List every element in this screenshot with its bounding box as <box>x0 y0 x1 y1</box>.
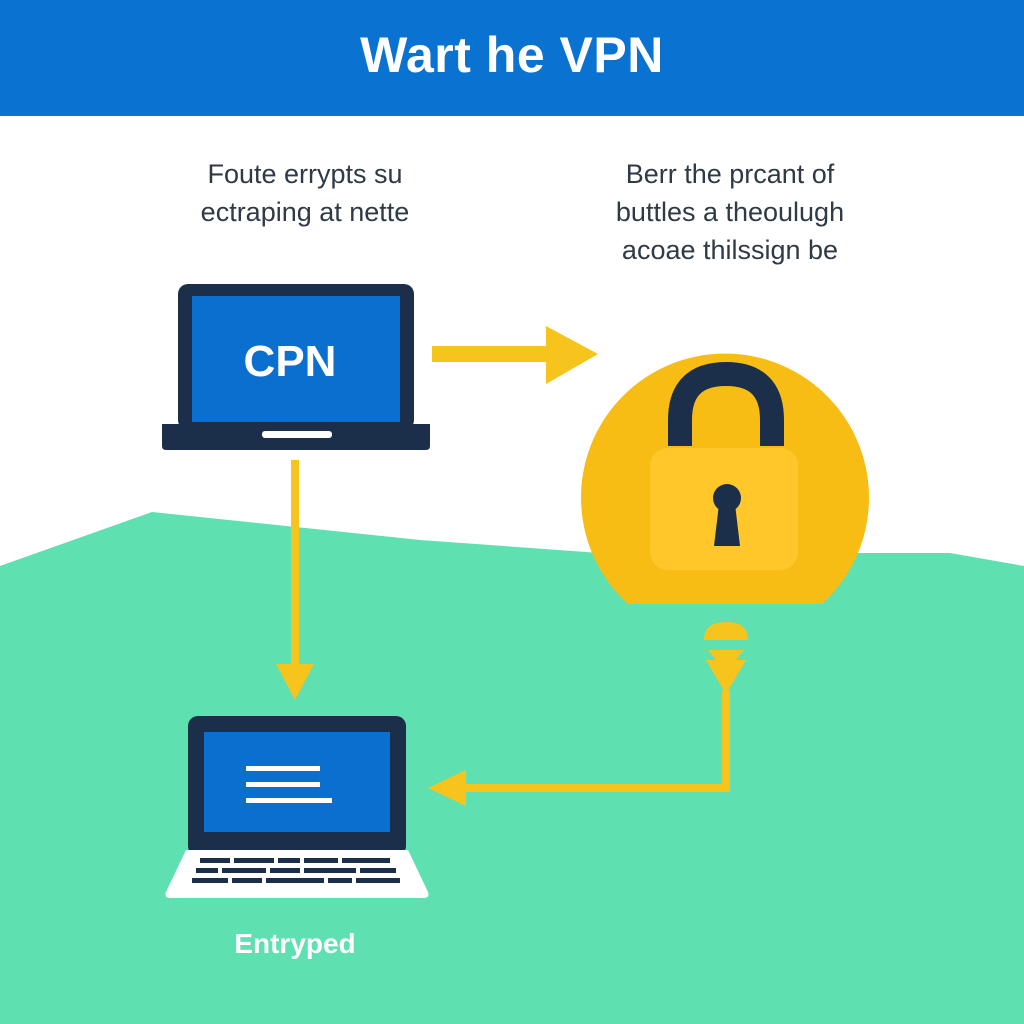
page-title: Wart he VPN <box>360 27 664 83</box>
caption-left-line-1: Foute errypts su <box>207 159 403 189</box>
arrow-right <box>432 326 598 384</box>
caption-left-line-2: ectraping at nette <box>200 197 410 227</box>
arrow-down <box>276 460 314 700</box>
encrypted-label: Entryped <box>234 928 356 959</box>
lock-shackle <box>668 361 784 446</box>
screen-line-1 <box>246 766 320 771</box>
laptop-bottom-keyboard-deck <box>165 850 429 898</box>
laptop-top-screen-label: CPN <box>244 337 337 386</box>
header-bar: Wart he VPN <box>0 0 1024 116</box>
arrow-return <box>428 622 748 806</box>
arrow-down-head <box>276 664 314 700</box>
caption-right-line-2: buttles a theoulugh <box>615 197 845 227</box>
screen-line-2 <box>246 782 320 787</box>
caption-left: Foute errypts su ectraping at nette <box>150 155 460 231</box>
arrow-down-shaft <box>291 460 299 670</box>
caption-right-line-3: acoae thilssign be <box>621 235 839 265</box>
padlock-icon <box>581 353 870 604</box>
laptop-icon: CPN <box>162 284 430 450</box>
laptop-top-trackpad-notch <box>262 431 332 438</box>
caption-right-line-1: Berr the prcant of <box>625 159 835 189</box>
screen-line-3 <box>246 798 332 803</box>
laptop-top-screen <box>192 296 400 422</box>
caption-right: Berr the prcant of buttles a theoulugh a… <box>585 155 875 269</box>
connector-head-left <box>428 770 466 806</box>
connector-horizontal <box>460 784 730 792</box>
connector-head-lower <box>706 660 746 694</box>
arrow-right-head <box>546 326 598 384</box>
connector-cap <box>704 622 748 640</box>
connector-vertical <box>722 690 730 790</box>
keyboard-keys <box>192 858 400 883</box>
laptop-bottom-icon <box>165 716 429 898</box>
lock-keyhole-stem <box>714 504 740 546</box>
arrow-right-shaft <box>432 346 552 362</box>
